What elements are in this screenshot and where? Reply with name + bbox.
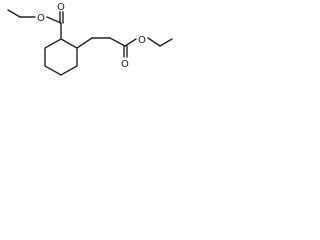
lower-ethyl-ester-chain: O O <box>76 35 173 70</box>
bond-carbonyl-o-lower <box>124 38 137 47</box>
atom-label-carbonyl-o-upper: O <box>57 2 65 13</box>
bond-o-carbonyl-upper <box>46 16 62 24</box>
bond-ch2-carbonyl-lower <box>109 37 126 47</box>
cyclohexane-ring <box>44 38 78 76</box>
upper-ethyl-ester: O O <box>7 2 65 40</box>
atom-label-ester-o-upper: O <box>37 13 45 24</box>
bond-ethyl-ch3-ch2-upper <box>7 9 21 18</box>
bond-ethyl-ch2-ch3-lower <box>159 38 173 47</box>
atom-label-ester-o-lower: O <box>138 35 146 46</box>
bond-ring-ch2 <box>76 37 93 49</box>
ring-bonds <box>44 38 78 76</box>
atom-label-carbonyl-o-lower: O <box>121 59 129 70</box>
structural-formula: O O O O <box>7 2 173 76</box>
bond-o-ethyl-ch2-lower <box>147 37 161 47</box>
